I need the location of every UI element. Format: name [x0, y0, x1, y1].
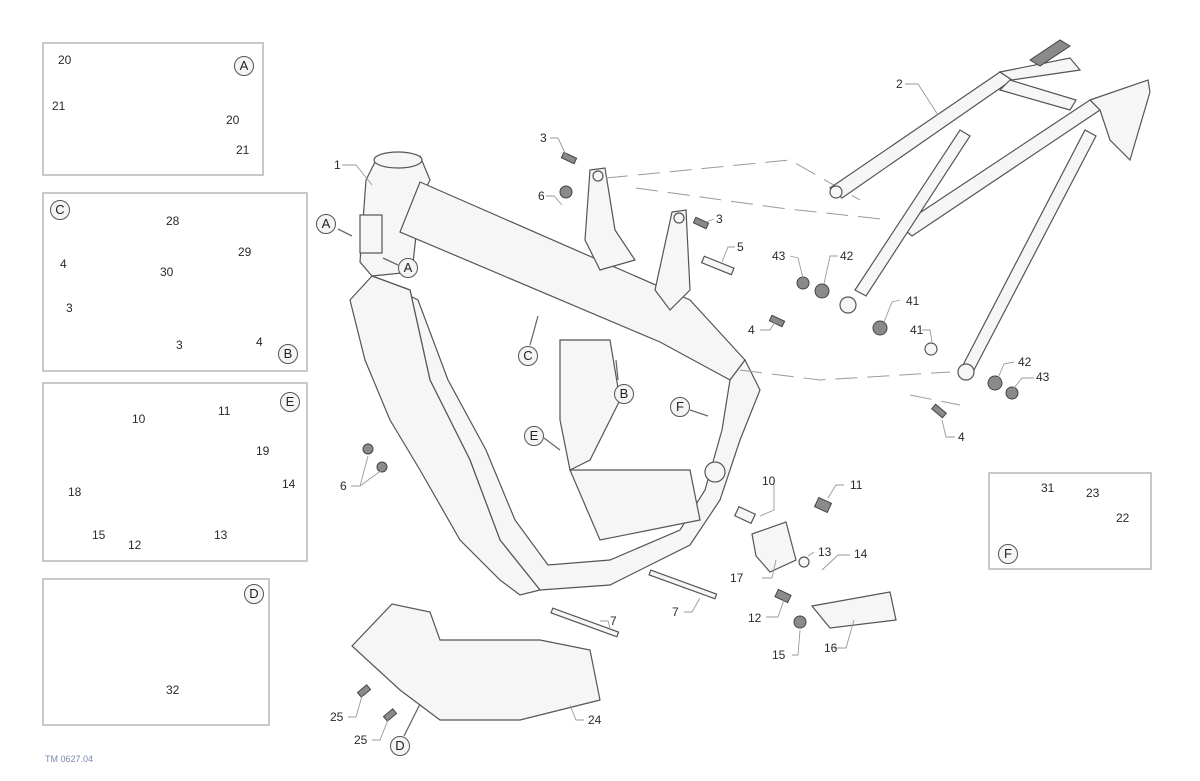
engine-mount — [559, 339, 621, 471]
part-label: 29 — [238, 245, 252, 259]
inset-a — [42, 42, 264, 176]
part-label: 13 — [214, 528, 228, 542]
callout-e: E — [524, 426, 544, 446]
part-label: 18 — [68, 485, 82, 499]
part-label: 20 — [226, 113, 240, 127]
drawing-code: TM 0627.04 — [45, 754, 94, 764]
inset-letter-d: D — [244, 584, 264, 604]
part-label: 31 — [1041, 481, 1055, 495]
part-label-3: 3 — [540, 131, 547, 145]
part-label-42: 42 — [840, 249, 854, 263]
leader-lines — [337, 83, 1034, 741]
skid-plate-24 — [351, 603, 601, 721]
part-label: 22 — [1116, 511, 1130, 525]
part-label-7: 7 — [672, 605, 679, 619]
shock-bracket-right — [654, 209, 691, 311]
part-label-11: 11 — [850, 478, 863, 492]
part-label-3: 3 — [716, 212, 723, 226]
lower-cross-member — [569, 469, 701, 541]
down-tube — [349, 275, 542, 596]
part-label: 21 — [236, 143, 250, 157]
inset-e — [42, 382, 308, 562]
inset-letter-c: C — [50, 200, 70, 220]
part-label-6: 6 — [538, 189, 545, 203]
callout-f: F — [670, 397, 690, 417]
callout-a-left: A — [316, 214, 336, 234]
callout-d: D — [390, 736, 410, 756]
inset-letter-a: A — [234, 56, 254, 76]
part-label-17: 17 — [730, 571, 744, 585]
footpeg-bracket-17 — [751, 521, 797, 573]
part-label-5: 5 — [737, 240, 744, 254]
part-label-10: 10 — [762, 474, 776, 488]
inset-d — [42, 578, 270, 726]
part-label-6: 6 — [340, 479, 347, 493]
part-label: 11 — [218, 404, 231, 418]
part-label-42: 42 — [1018, 355, 1032, 369]
part-label: 14 — [282, 477, 296, 491]
part-label-1: 1 — [334, 158, 341, 172]
part-label-24: 24 — [588, 713, 602, 727]
part-label-25: 25 — [330, 710, 344, 724]
rear-subframe-drawing — [829, 39, 1151, 381]
part-label: 12 — [128, 538, 142, 552]
callout-a-right: A — [398, 258, 418, 278]
main-frame-drawing — [349, 151, 961, 596]
part-label-4: 4 — [748, 323, 755, 337]
callout-b: B — [614, 384, 634, 404]
part-label: 10 — [132, 412, 146, 426]
inset-letter-b: B — [278, 344, 298, 364]
part-label-43: 43 — [1036, 370, 1050, 384]
part-label-7: 7 — [610, 614, 617, 628]
part-label-15: 15 — [772, 648, 786, 662]
part-label: 4 — [256, 335, 263, 349]
shock-bracket-left — [584, 167, 636, 271]
inset-letter-e: E — [280, 392, 300, 412]
part-label-12: 12 — [748, 611, 762, 625]
part-label-4: 4 — [958, 430, 965, 444]
part-label: 19 — [256, 444, 270, 458]
part-label: 15 — [92, 528, 106, 542]
part-label: 20 — [58, 53, 72, 67]
part-label-2: 2 — [896, 77, 903, 91]
part-label: 3 — [176, 338, 183, 352]
inset-c-b — [42, 192, 308, 372]
part-label-14: 14 — [854, 547, 868, 561]
part-label: 23 — [1086, 486, 1100, 500]
steering-head-top — [373, 151, 423, 169]
steering-head-plate — [359, 214, 383, 254]
part-label: 4 — [60, 257, 67, 271]
part-label: 28 — [166, 214, 180, 228]
part-label: 21 — [52, 99, 66, 113]
fasteners — [351, 151, 1019, 722]
part-label-41: 41 — [906, 294, 920, 308]
part-label: 30 — [160, 265, 174, 279]
part-label-41: 41 — [910, 323, 924, 337]
part-label-13: 13 — [818, 545, 832, 559]
part-label-25: 25 — [354, 733, 368, 747]
inset-letter-f: F — [998, 544, 1018, 564]
part-label: 3 — [66, 301, 73, 315]
part-label-43: 43 — [772, 249, 786, 263]
footpeg-16 — [810, 591, 897, 629]
part-label: 32 — [166, 683, 180, 697]
part-label-16: 16 — [824, 641, 838, 655]
callout-c: C — [518, 346, 538, 366]
